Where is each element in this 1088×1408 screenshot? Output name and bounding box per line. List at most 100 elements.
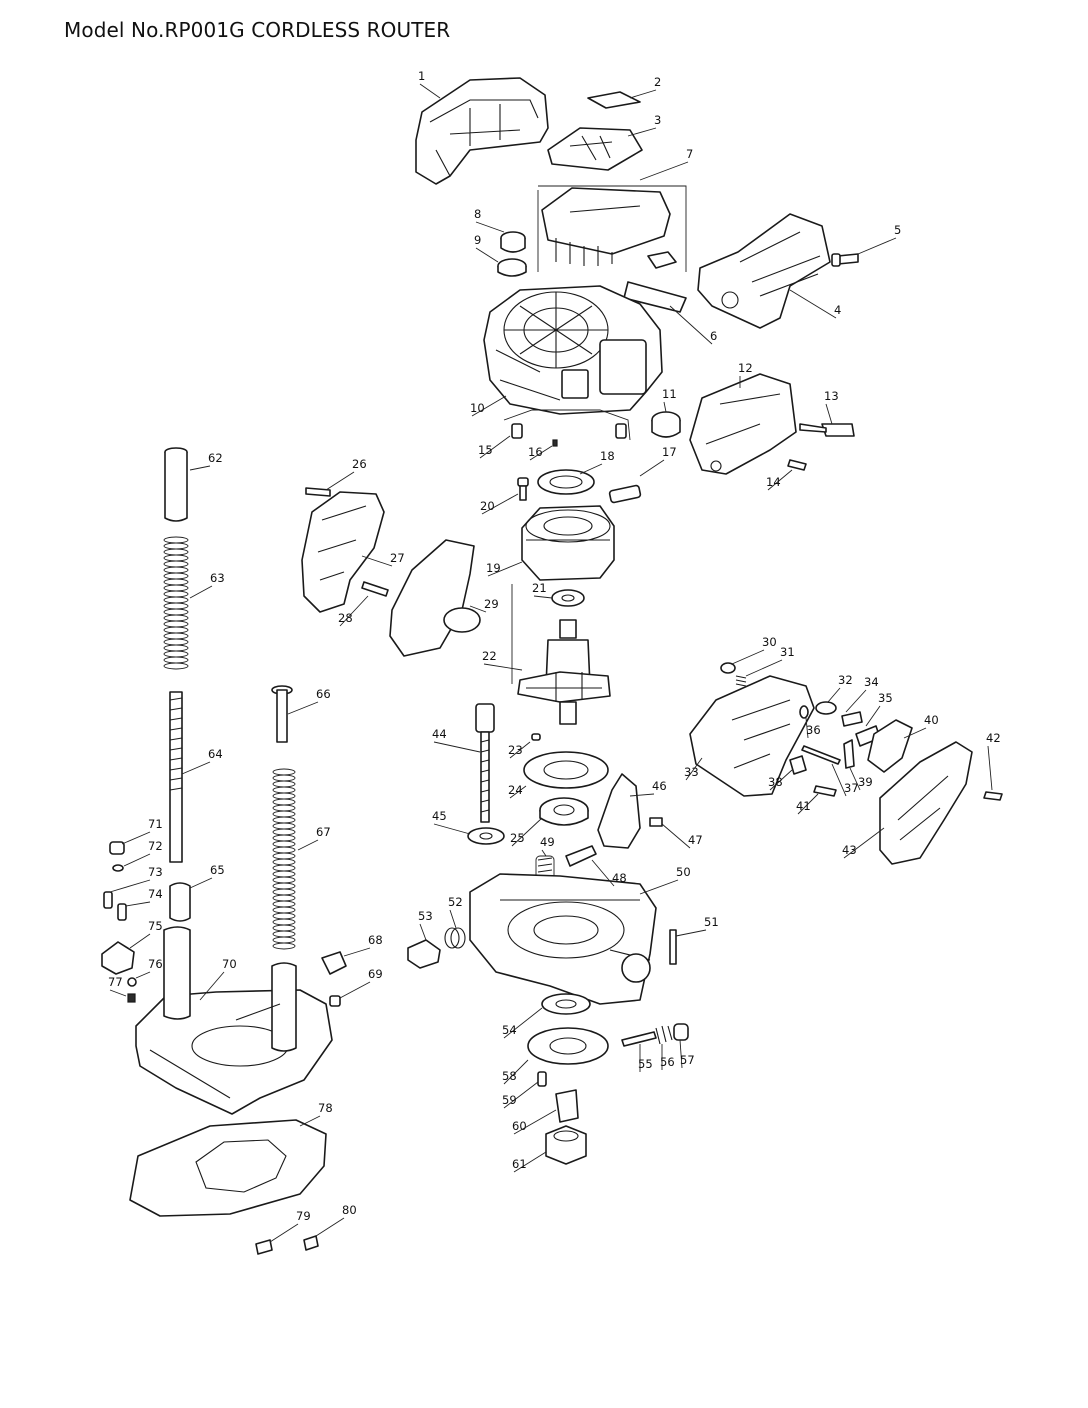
callout-72-leader xyxy=(123,853,151,867)
callout-11-leader xyxy=(663,401,667,413)
spring-coil xyxy=(163,596,189,604)
callout-23-number: 23 xyxy=(508,743,523,757)
callout-47-number: 47 xyxy=(688,833,703,847)
callout-16-leader xyxy=(529,445,553,461)
callout-34-number: 34 xyxy=(864,675,879,689)
part-42-screw xyxy=(983,791,1003,801)
spring-coil xyxy=(272,786,296,794)
spring-coil xyxy=(163,644,189,652)
spring-coil xyxy=(272,936,296,944)
spring-coil xyxy=(163,614,189,622)
callout-26-leader xyxy=(325,471,355,491)
part-13-lever xyxy=(799,423,855,437)
callout-44-leader xyxy=(433,741,481,753)
part-9-gear xyxy=(497,258,527,277)
callout-69-leader xyxy=(339,981,371,999)
callout-50-number: 50 xyxy=(676,865,691,879)
spring-coil xyxy=(272,822,296,830)
part-54-ring xyxy=(541,993,591,1015)
callout-53-number: 53 xyxy=(418,909,433,923)
callout-67-leader xyxy=(297,839,319,851)
callout-15-leader xyxy=(479,435,511,459)
callout-25-number: 25 xyxy=(510,831,525,845)
callout-23-leader xyxy=(509,741,531,759)
callout-31-leader xyxy=(745,659,783,677)
callout-25-leader xyxy=(511,817,543,847)
callout-17-leader xyxy=(639,459,665,477)
spring-coil xyxy=(272,792,296,800)
part-78-base-plate xyxy=(129,1119,327,1217)
callout-63-leader xyxy=(189,585,213,599)
spring-coil xyxy=(163,536,189,544)
part-25-bearing xyxy=(539,797,589,826)
callout-50-leader xyxy=(639,879,679,895)
callout-36-leader xyxy=(805,717,809,739)
spring-coil xyxy=(272,846,296,854)
callout-27-leader xyxy=(361,555,393,567)
part-33-handle-housing xyxy=(689,675,815,797)
spring-coil xyxy=(163,656,189,664)
spring-coil xyxy=(163,620,189,628)
callout-78-leader xyxy=(299,1115,321,1127)
callout-31-number: 31 xyxy=(780,645,795,659)
spring-coil xyxy=(272,858,296,866)
callout-51-number: 51 xyxy=(704,915,719,929)
spring-coil xyxy=(163,572,189,580)
callout-20-leader xyxy=(481,493,519,515)
part-31-spring xyxy=(735,675,747,687)
part-61-nut xyxy=(545,1125,587,1165)
part-71-knob xyxy=(109,841,125,855)
part-80-screw xyxy=(303,1235,319,1251)
part-drawings xyxy=(101,77,1003,1255)
callout-51-leader xyxy=(675,929,707,937)
callout-41-leader xyxy=(797,793,819,815)
callout-65-number: 65 xyxy=(210,863,225,877)
part-44-bolt xyxy=(475,703,495,823)
callout-77-number: 77 xyxy=(108,975,123,989)
callout-5-number: 5 xyxy=(894,223,901,237)
callout-43-leader xyxy=(843,827,885,859)
part-26-screw xyxy=(305,487,331,497)
callout-30-leader xyxy=(731,649,765,665)
callout-14-leader xyxy=(767,469,793,491)
callout-11-number: 11 xyxy=(662,387,677,401)
part-47-screw xyxy=(649,817,663,827)
callout-79-number: 79 xyxy=(296,1209,311,1223)
part-21-bearing xyxy=(551,589,585,607)
callout-29-number: 29 xyxy=(484,597,499,611)
callout-6-number: 6 xyxy=(710,329,717,343)
callout-19-leader xyxy=(487,561,523,577)
part-37-pin xyxy=(801,745,841,765)
callout-3-number: 3 xyxy=(654,113,661,127)
part-67-spring xyxy=(272,768,296,950)
callout-28-number: 28 xyxy=(338,611,353,625)
part-30-nut xyxy=(720,662,736,674)
callout-33-number: 33 xyxy=(684,765,699,779)
part-39-clip xyxy=(843,739,855,769)
callout-39-leader xyxy=(849,767,861,791)
callout-69-number: 69 xyxy=(368,967,383,981)
spring-coil xyxy=(272,810,296,818)
callout-61-leader xyxy=(513,1151,547,1173)
callout-7-number: 7 xyxy=(686,147,693,161)
callout-67-number: 67 xyxy=(316,825,331,839)
spring-coil xyxy=(272,798,296,806)
spring-coil xyxy=(163,626,189,634)
callout-52-leader xyxy=(449,909,457,929)
callout-77-leader xyxy=(109,989,127,997)
part-63-spring xyxy=(163,536,189,670)
callout-60-number: 60 xyxy=(512,1119,527,1133)
callout-70-leader xyxy=(199,971,225,1001)
part-27-side-panel xyxy=(301,491,385,613)
callout-45-leader xyxy=(433,823,471,835)
callout-34-leader xyxy=(845,689,867,713)
callout-35-number: 35 xyxy=(878,691,893,705)
callout-20-number: 20 xyxy=(480,499,495,513)
spring-coil xyxy=(163,548,189,556)
spring-coil xyxy=(272,768,296,776)
spring-coil xyxy=(272,834,296,842)
callout-49-number: 49 xyxy=(540,835,555,849)
callout-37-number: 37 xyxy=(844,781,859,795)
